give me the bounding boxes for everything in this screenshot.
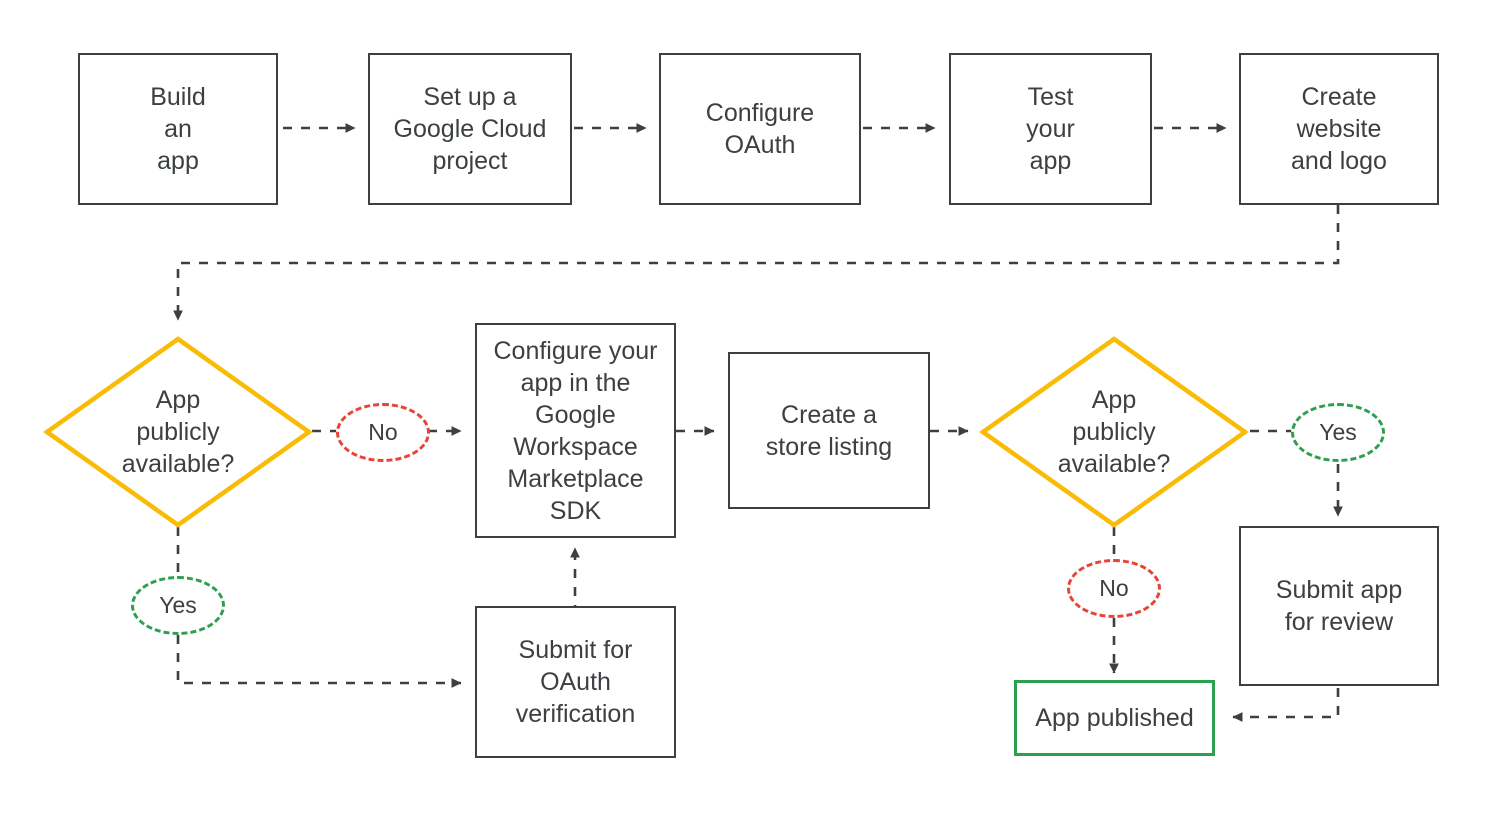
node-configure-oauth[interactable]: Configure OAuth — [659, 53, 861, 205]
edge-label-text: Yes — [159, 592, 197, 618]
node-app-publicly-available-1[interactable]: App publicly available? — [43, 335, 313, 529]
node-label: Submit for OAuth verification — [515, 636, 636, 728]
diamond-shape — [979, 336, 1249, 528]
edge-label-text: No — [1099, 575, 1129, 601]
node-create-a-store-listing[interactable]: Create a store listing — [728, 352, 930, 509]
node-label: Build an app — [150, 83, 206, 175]
edge-submitreview-to-published — [1232, 688, 1340, 722]
node-label: Configure OAuth — [705, 99, 815, 159]
node-label: App published — [1035, 704, 1194, 732]
node-submit-for-oauth-verification[interactable]: Submit for OAuth verification — [475, 606, 676, 758]
edge-label-no-2: No — [1067, 559, 1161, 618]
edge-label-yes-2: Yes — [1291, 403, 1385, 462]
node-label: App publicly available? — [121, 386, 235, 478]
edge-decision1-yes-bottom — [176, 635, 462, 688]
node-app-publicly-available-2[interactable]: App publicly available? — [979, 335, 1249, 529]
edge-label-yes-1: Yes — [131, 576, 225, 635]
node-label: Create website and logo — [1291, 83, 1387, 175]
node-label: Submit app for review — [1275, 576, 1403, 636]
edge-label-no-1: No — [336, 403, 430, 462]
node-label: Set up a Google Cloud project — [393, 83, 547, 175]
node-app-published[interactable]: App published — [1014, 680, 1215, 756]
node-configure-app-marketplace-sdk[interactable]: Configure your app in the Google Workspa… — [475, 323, 676, 538]
node-label: Create a store listing — [765, 400, 893, 461]
node-label: Test your app — [1026, 83, 1075, 175]
edge-createwebsite-to-decision1 — [173, 205, 1340, 321]
node-submit-app-for-review[interactable]: Submit app for review — [1239, 526, 1439, 686]
node-build-an-app[interactable]: Build an app — [78, 53, 278, 205]
edge-label-text: No — [368, 419, 398, 445]
edge-label-text: Yes — [1319, 419, 1357, 445]
diamond-shape — [43, 336, 313, 528]
node-set-up-google-cloud-project[interactable]: Set up a Google Cloud project — [368, 53, 572, 205]
node-label: Configure your app in the Google Workspa… — [493, 336, 658, 525]
node-create-website-and-logo[interactable]: Create website and logo — [1239, 53, 1439, 205]
node-label: App publicly available? — [1057, 386, 1171, 478]
node-test-your-app[interactable]: Test your app — [949, 53, 1152, 205]
